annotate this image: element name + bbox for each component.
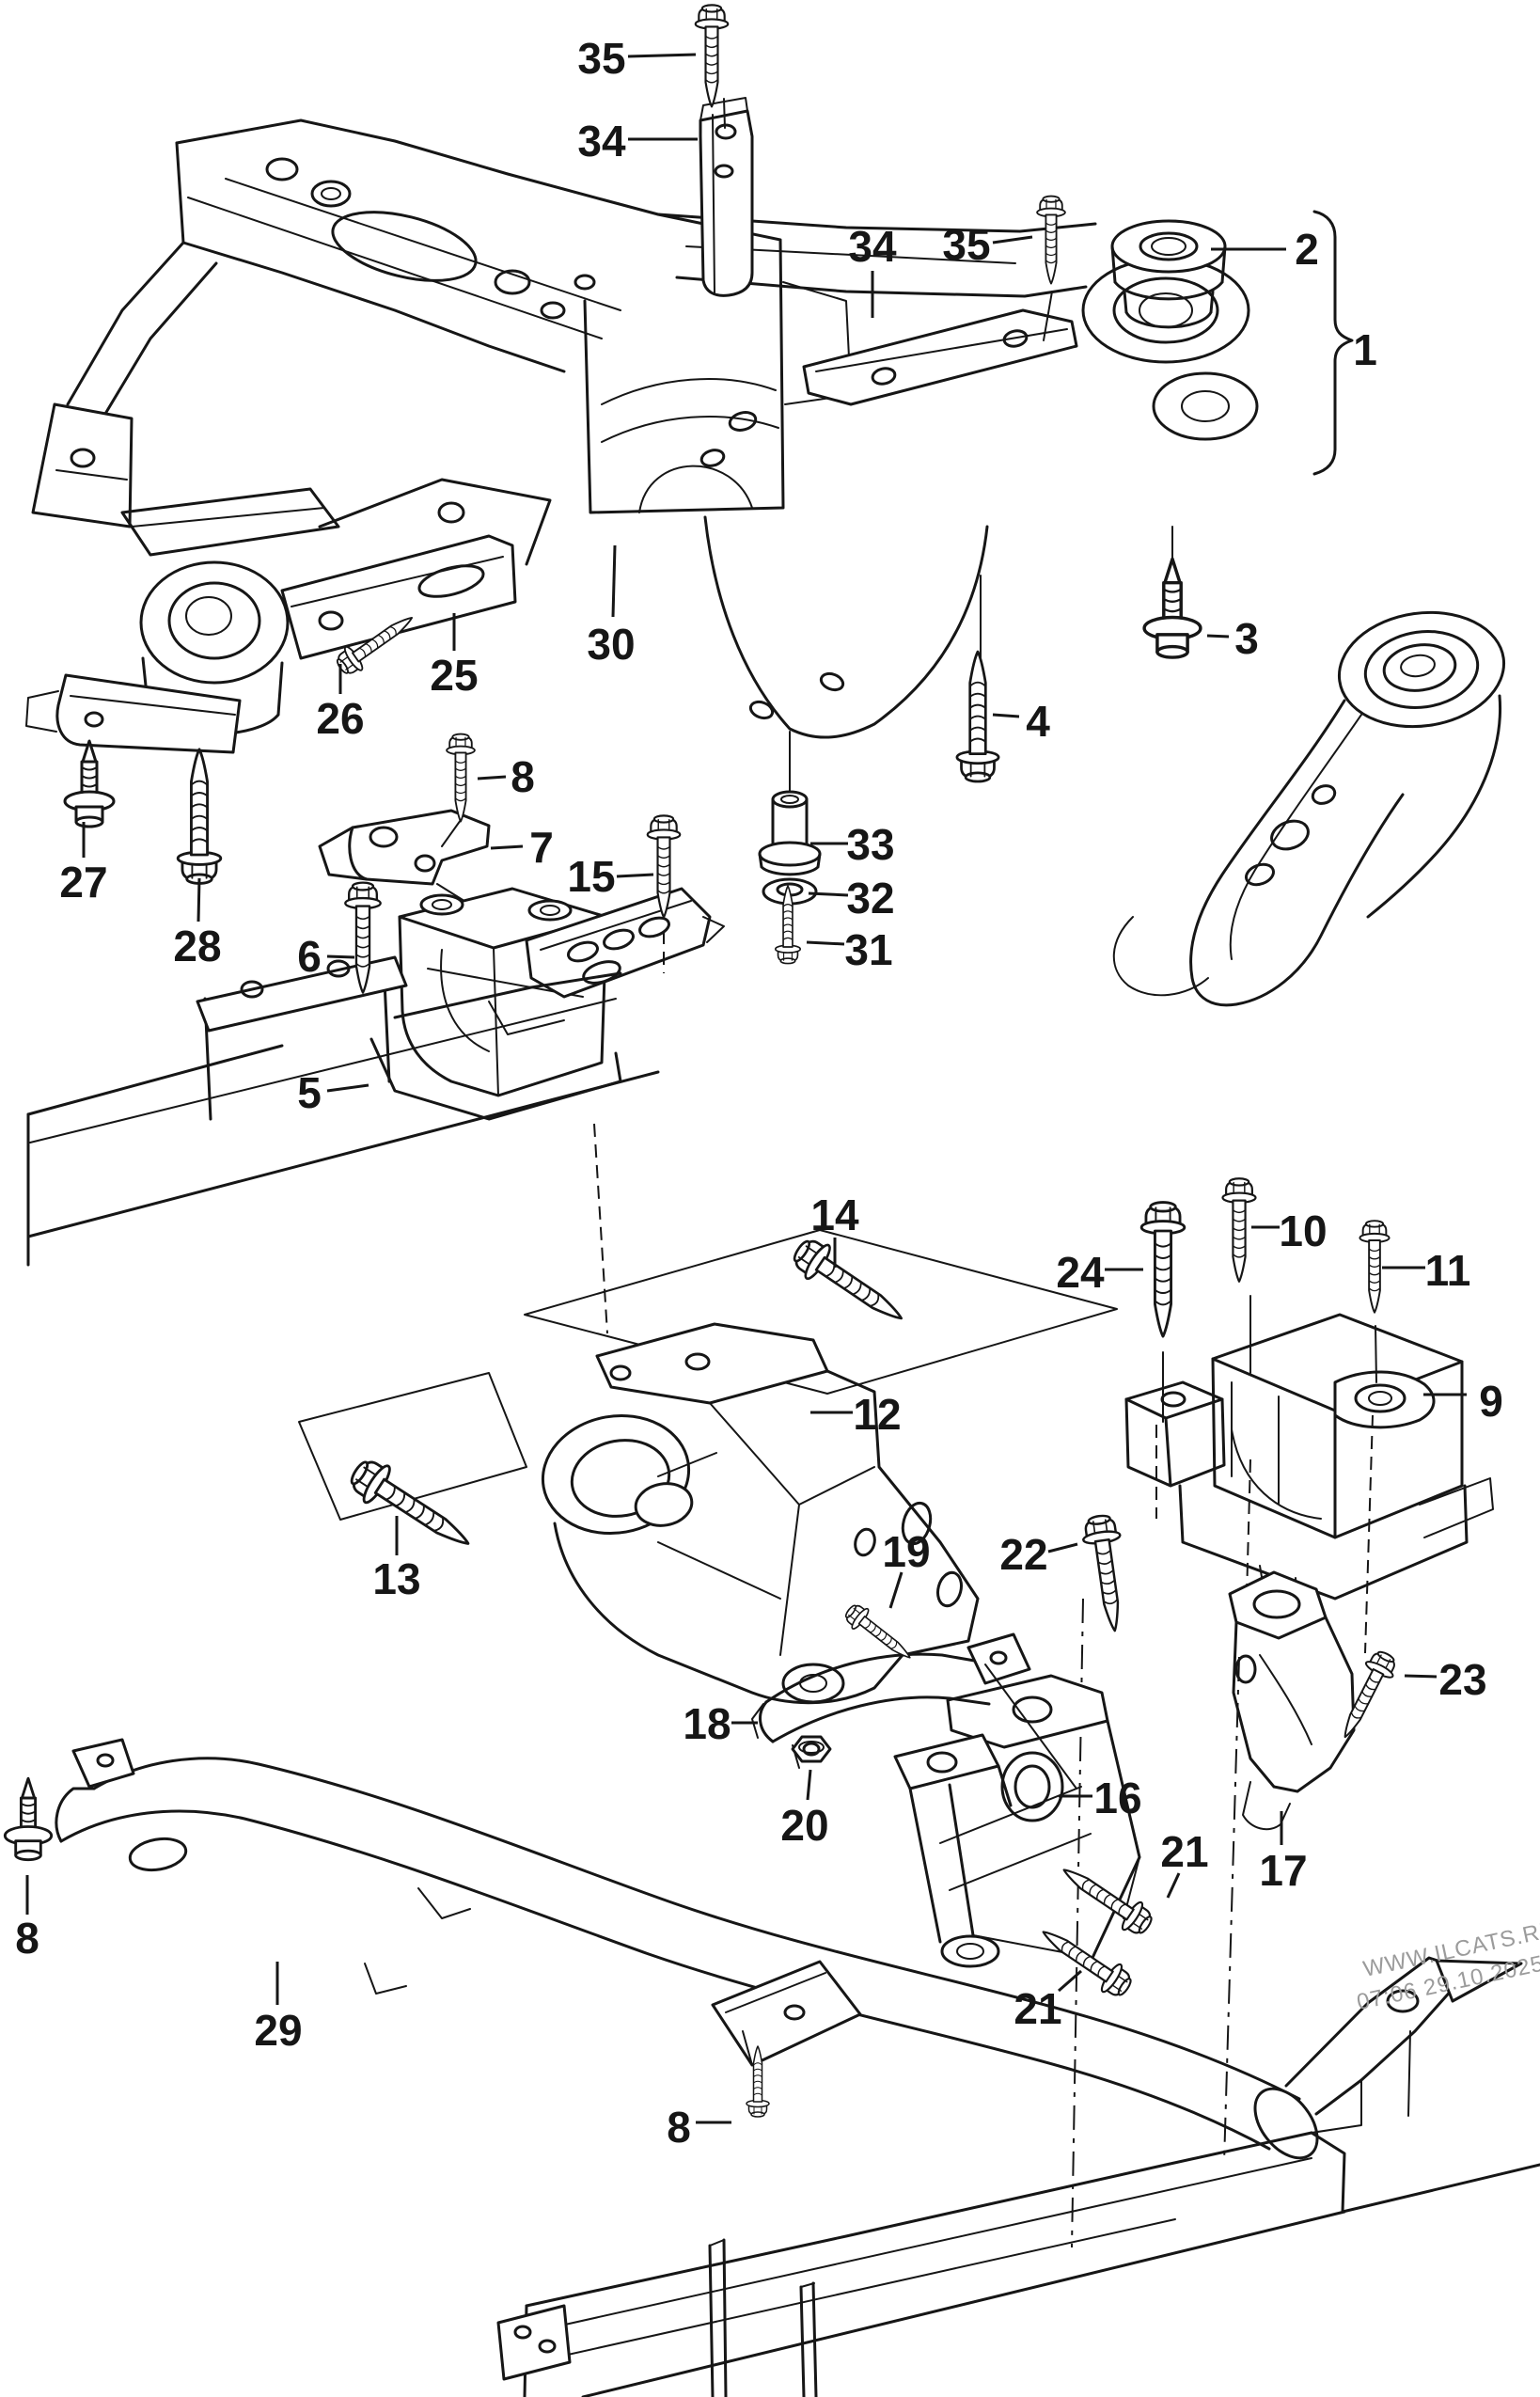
callout-leader-28: [196, 877, 201, 923]
callout-leader-4: [992, 713, 1020, 718]
callout-6: 6: [297, 932, 322, 981]
engine-bracket-12-drawing: [541, 1322, 980, 1705]
left-subframe-rail-drawing: [26, 955, 660, 1267]
engine-mount-5-drawing: [369, 887, 725, 1334]
callout-leader-31: [806, 940, 845, 946]
callout-34: 34: [577, 117, 626, 166]
callout-7: 7: [529, 823, 554, 872]
callout-26: 26: [316, 694, 364, 743]
callout-11: 11: [1425, 1246, 1471, 1295]
callout-16: 16: [1093, 1774, 1141, 1822]
callout-leader-23: [1404, 1674, 1438, 1679]
sleeve-washer-drawing: [758, 790, 822, 906]
callout-leader-15: [616, 873, 654, 878]
bolt-drawing: [342, 1451, 481, 1563]
bracket-7-drawing: [318, 809, 491, 908]
callout-1: 1: [1353, 325, 1377, 374]
callout-35: 35: [577, 34, 625, 83]
bolt-drawing: [1221, 1177, 1257, 1283]
callout-29: 29: [254, 2006, 302, 2055]
bolt-drawing: [1330, 1646, 1402, 1745]
bolt-drawing: [955, 650, 1000, 783]
callout-21: 21: [1160, 1827, 1208, 1876]
callout-leader-19: [888, 1571, 904, 1609]
callout-18: 18: [683, 1699, 731, 1748]
callout-30: 30: [587, 620, 635, 669]
callout-33: 33: [846, 820, 894, 869]
callout-35: 35: [942, 220, 990, 269]
callout-3: 3: [1234, 614, 1259, 663]
bolt-drawing: [1078, 1512, 1135, 1635]
pushpin-drawing: [1142, 557, 1202, 659]
bolt-drawing: [176, 748, 223, 885]
callout-leader-21: [1058, 1969, 1082, 1993]
callout-28: 28: [173, 922, 221, 970]
pendulum-support-drawing: [25, 478, 552, 754]
callout-21: 21: [1014, 1984, 1061, 2033]
front-subframe-drawing: [31, 118, 1259, 796]
pushpin-drawing: [3, 1776, 54, 1862]
callout-32: 32: [846, 874, 894, 923]
callout-24: 24: [1056, 1248, 1105, 1297]
callout-leader-7: [490, 844, 524, 850]
callout-5: 5: [297, 1068, 322, 1117]
callout-34: 34: [848, 222, 897, 271]
gearbox-mount-9-drawing: [1124, 1313, 1494, 1607]
callout-8: 8: [511, 752, 535, 801]
callout-leader-5: [326, 1083, 369, 1093]
callout-10: 10: [1279, 1206, 1327, 1255]
callout-15: 15: [567, 852, 615, 901]
callout-leader-21: [1166, 1872, 1181, 1899]
callout-leader-32: [808, 891, 849, 897]
bolt-drawing: [1036, 195, 1066, 285]
callout-31: 31: [844, 925, 892, 974]
rear-subframe-drawing: [496, 1956, 1540, 2397]
callout-leader-20: [806, 1769, 812, 1801]
callout-leader-30: [611, 544, 617, 618]
torque-link-drawing: [699, 97, 1078, 406]
callout-20: 20: [780, 1801, 828, 1850]
callout-9: 9: [1479, 1377, 1503, 1426]
callout-leader-3: [1206, 634, 1230, 639]
callout-leader-22: [1047, 1542, 1078, 1553]
bracket-16-drawing: [893, 1674, 1141, 1968]
callout-17: 17: [1259, 1846, 1307, 1895]
bolt-drawing: [1139, 1201, 1186, 1338]
pushpin-drawing: [63, 739, 116, 828]
control-arm-drawing: [1112, 610, 1506, 1007]
bolt-drawing: [694, 4, 730, 108]
callout-leader-35: [627, 53, 697, 58]
callout-leader-8: [477, 775, 507, 781]
support-bar-18-drawing: [751, 1632, 1077, 1790]
callout-14: 14: [810, 1191, 859, 1239]
bonded-rubber-bushing-drawing: [1110, 219, 1227, 329]
callout-23: 23: [1438, 1655, 1486, 1704]
callout-25: 25: [430, 651, 478, 700]
bolt-drawing: [786, 1231, 914, 1336]
callout-22: 22: [999, 1530, 1047, 1579]
bracket-17-drawing: [1228, 1570, 1356, 1831]
callout-2: 2: [1295, 225, 1319, 274]
nut-drawing: [791, 1735, 832, 1763]
bolt-drawing: [446, 733, 476, 823]
callout-leader-6: [326, 954, 355, 959]
bracket-1: [1312, 210, 1354, 476]
callout-19: 19: [882, 1527, 930, 1576]
callout-4: 4: [1026, 697, 1050, 746]
hardware-layer: [3, 4, 1402, 2118]
callout-27: 27: [59, 858, 107, 907]
callout-8: 8: [667, 2103, 691, 2152]
callout-12: 12: [853, 1390, 901, 1439]
callout-13: 13: [372, 1554, 420, 1603]
callout-leader-35: [992, 235, 1033, 244]
callout-8: 8: [15, 1914, 39, 1963]
